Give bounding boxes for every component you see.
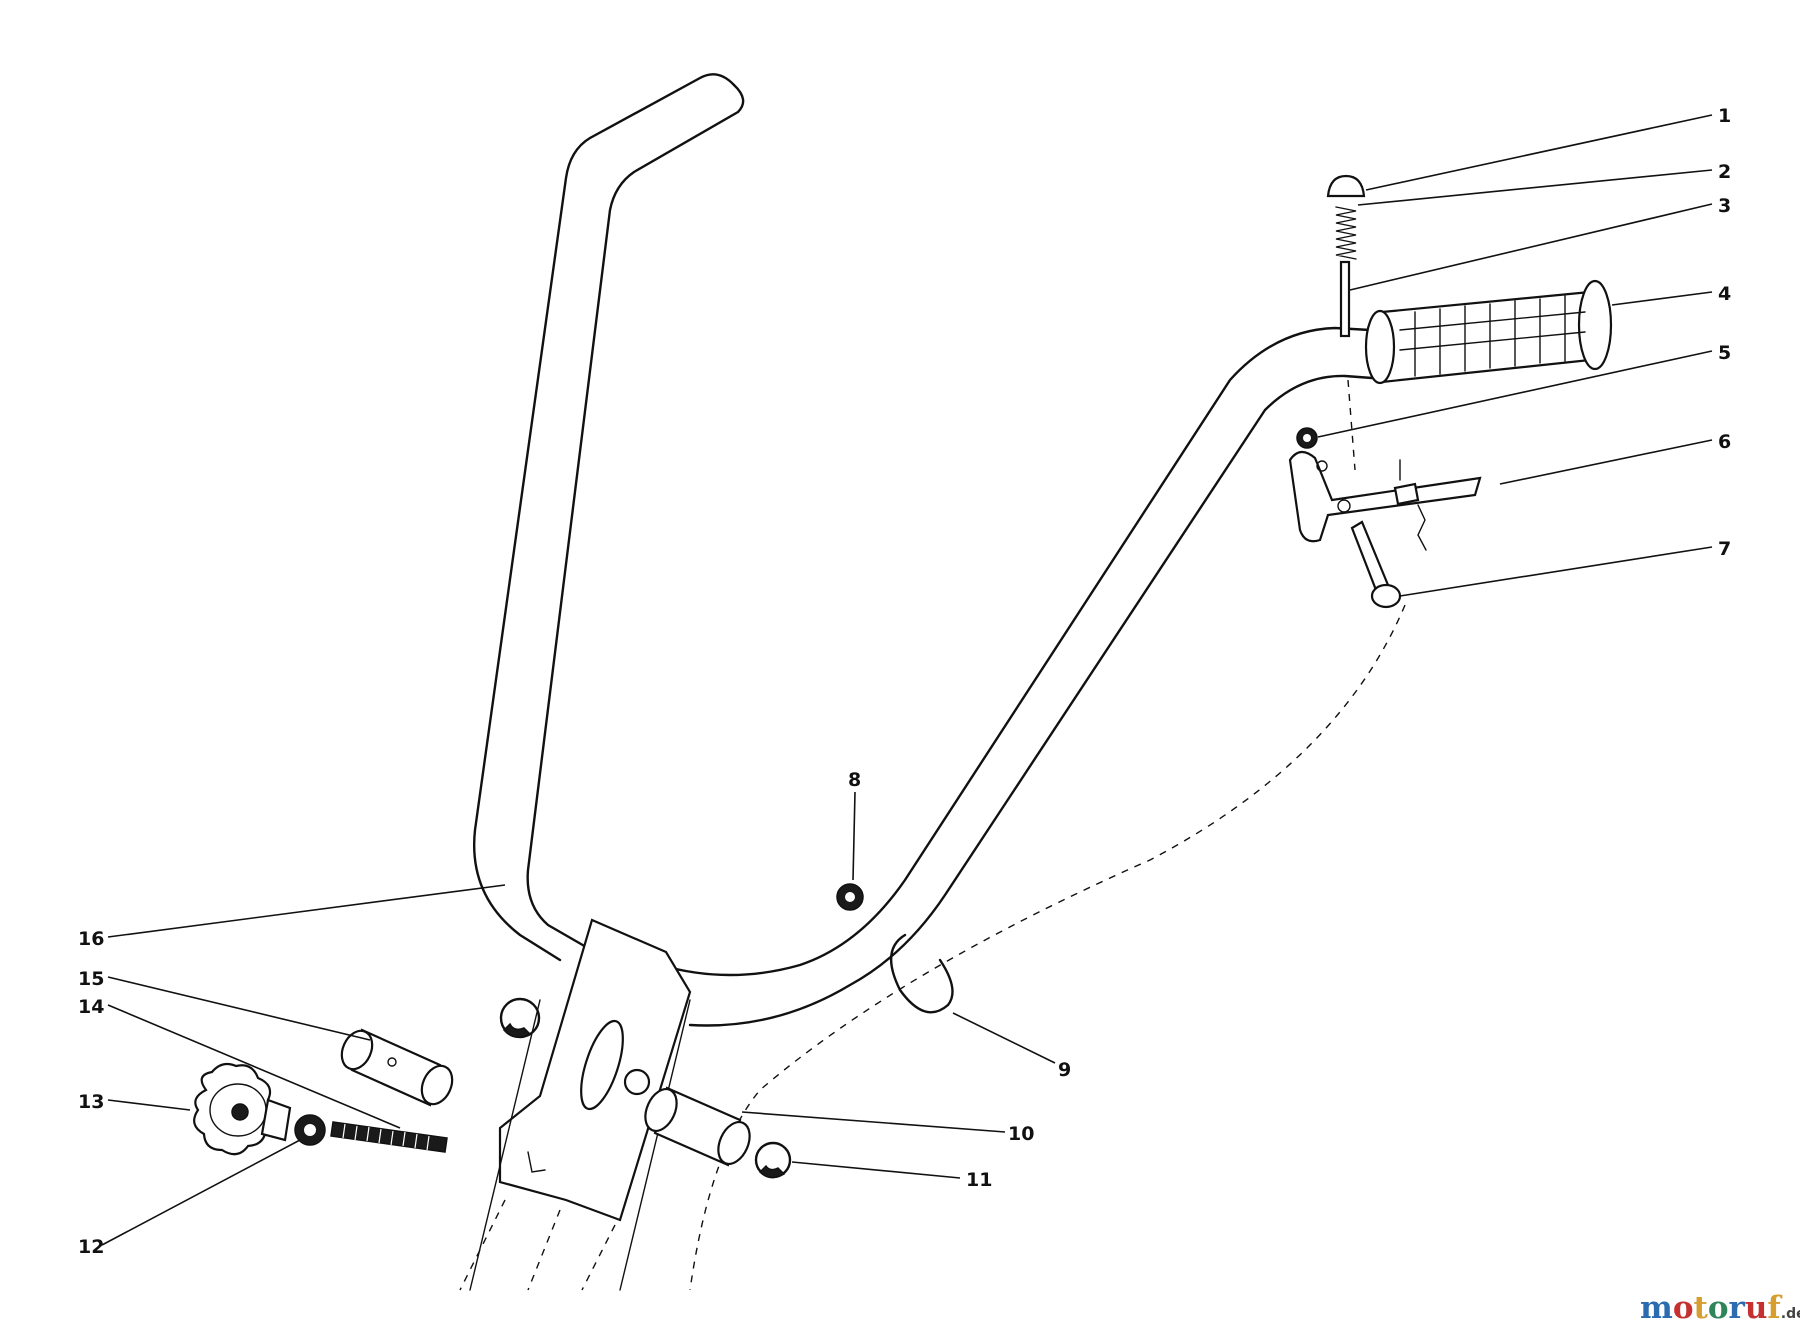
threaded-rod <box>330 1121 448 1153</box>
washer-nut <box>294 1114 326 1146</box>
star-knob <box>193 1062 292 1156</box>
snap-ring-left <box>499 997 541 1039</box>
callout-labels: 1 2 3 4 5 6 7 8 9 10 11 12 13 14 15 16 <box>78 105 1731 1258</box>
watermark-letter: m <box>1640 1290 1673 1326</box>
pin-right <box>644 1086 751 1167</box>
lower-strut-right <box>581 1224 616 1291</box>
callout-9: 9 <box>1058 1059 1071 1081</box>
small-nut <box>836 883 864 911</box>
callout-15: 15 <box>78 968 104 990</box>
spring <box>1335 206 1357 260</box>
callout-11: 11 <box>966 1169 992 1191</box>
watermark-text: motoruf.de <box>1640 1290 1800 1326</box>
callout-14: 14 <box>78 996 104 1018</box>
lower-strut-mid <box>527 1209 561 1291</box>
button-cap <box>1326 174 1366 198</box>
callout-1: 1 <box>1718 105 1731 127</box>
callout-12: 12 <box>78 1236 104 1258</box>
watermark-suffix: .de <box>1781 1306 1800 1322</box>
cable-path-2 <box>1347 379 1356 471</box>
cable-guide <box>889 933 954 1014</box>
callout-2: 2 <box>1718 161 1731 183</box>
lock-nut <box>1296 427 1318 449</box>
callout-5: 5 <box>1718 342 1731 364</box>
latch-bracket <box>1288 450 1482 551</box>
watermark-letter: r <box>1729 1290 1746 1326</box>
watermark-letter: u <box>1745 1290 1768 1326</box>
watermark-letter: f <box>1767 1290 1782 1326</box>
callout-7: 7 <box>1718 538 1731 560</box>
watermark-letter: t <box>1694 1290 1709 1326</box>
watermark-logo: motoruf.de <box>1640 1290 1800 1326</box>
leader-lines <box>101 114 1713 1246</box>
cable-path <box>689 604 1406 1291</box>
callout-3: 3 <box>1718 195 1731 217</box>
callout-4: 4 <box>1718 283 1731 305</box>
callout-8: 8 <box>848 769 861 791</box>
bolt <box>1350 520 1402 609</box>
lower-strut-left <box>459 1199 506 1291</box>
snap-ring-right <box>754 1141 792 1179</box>
pin-left <box>340 1028 454 1107</box>
rod <box>1339 260 1351 338</box>
handle-grip <box>1364 279 1613 385</box>
callout-6: 6 <box>1718 431 1731 453</box>
clamp-body <box>498 918 692 1222</box>
callout-10: 10 <box>1008 1123 1034 1145</box>
callout-13: 13 <box>78 1091 104 1113</box>
callout-16: 16 <box>78 928 104 950</box>
watermark-letter: o <box>1708 1290 1729 1326</box>
watermark-letter: o <box>1673 1290 1694 1326</box>
handle-tube <box>473 73 1374 1027</box>
